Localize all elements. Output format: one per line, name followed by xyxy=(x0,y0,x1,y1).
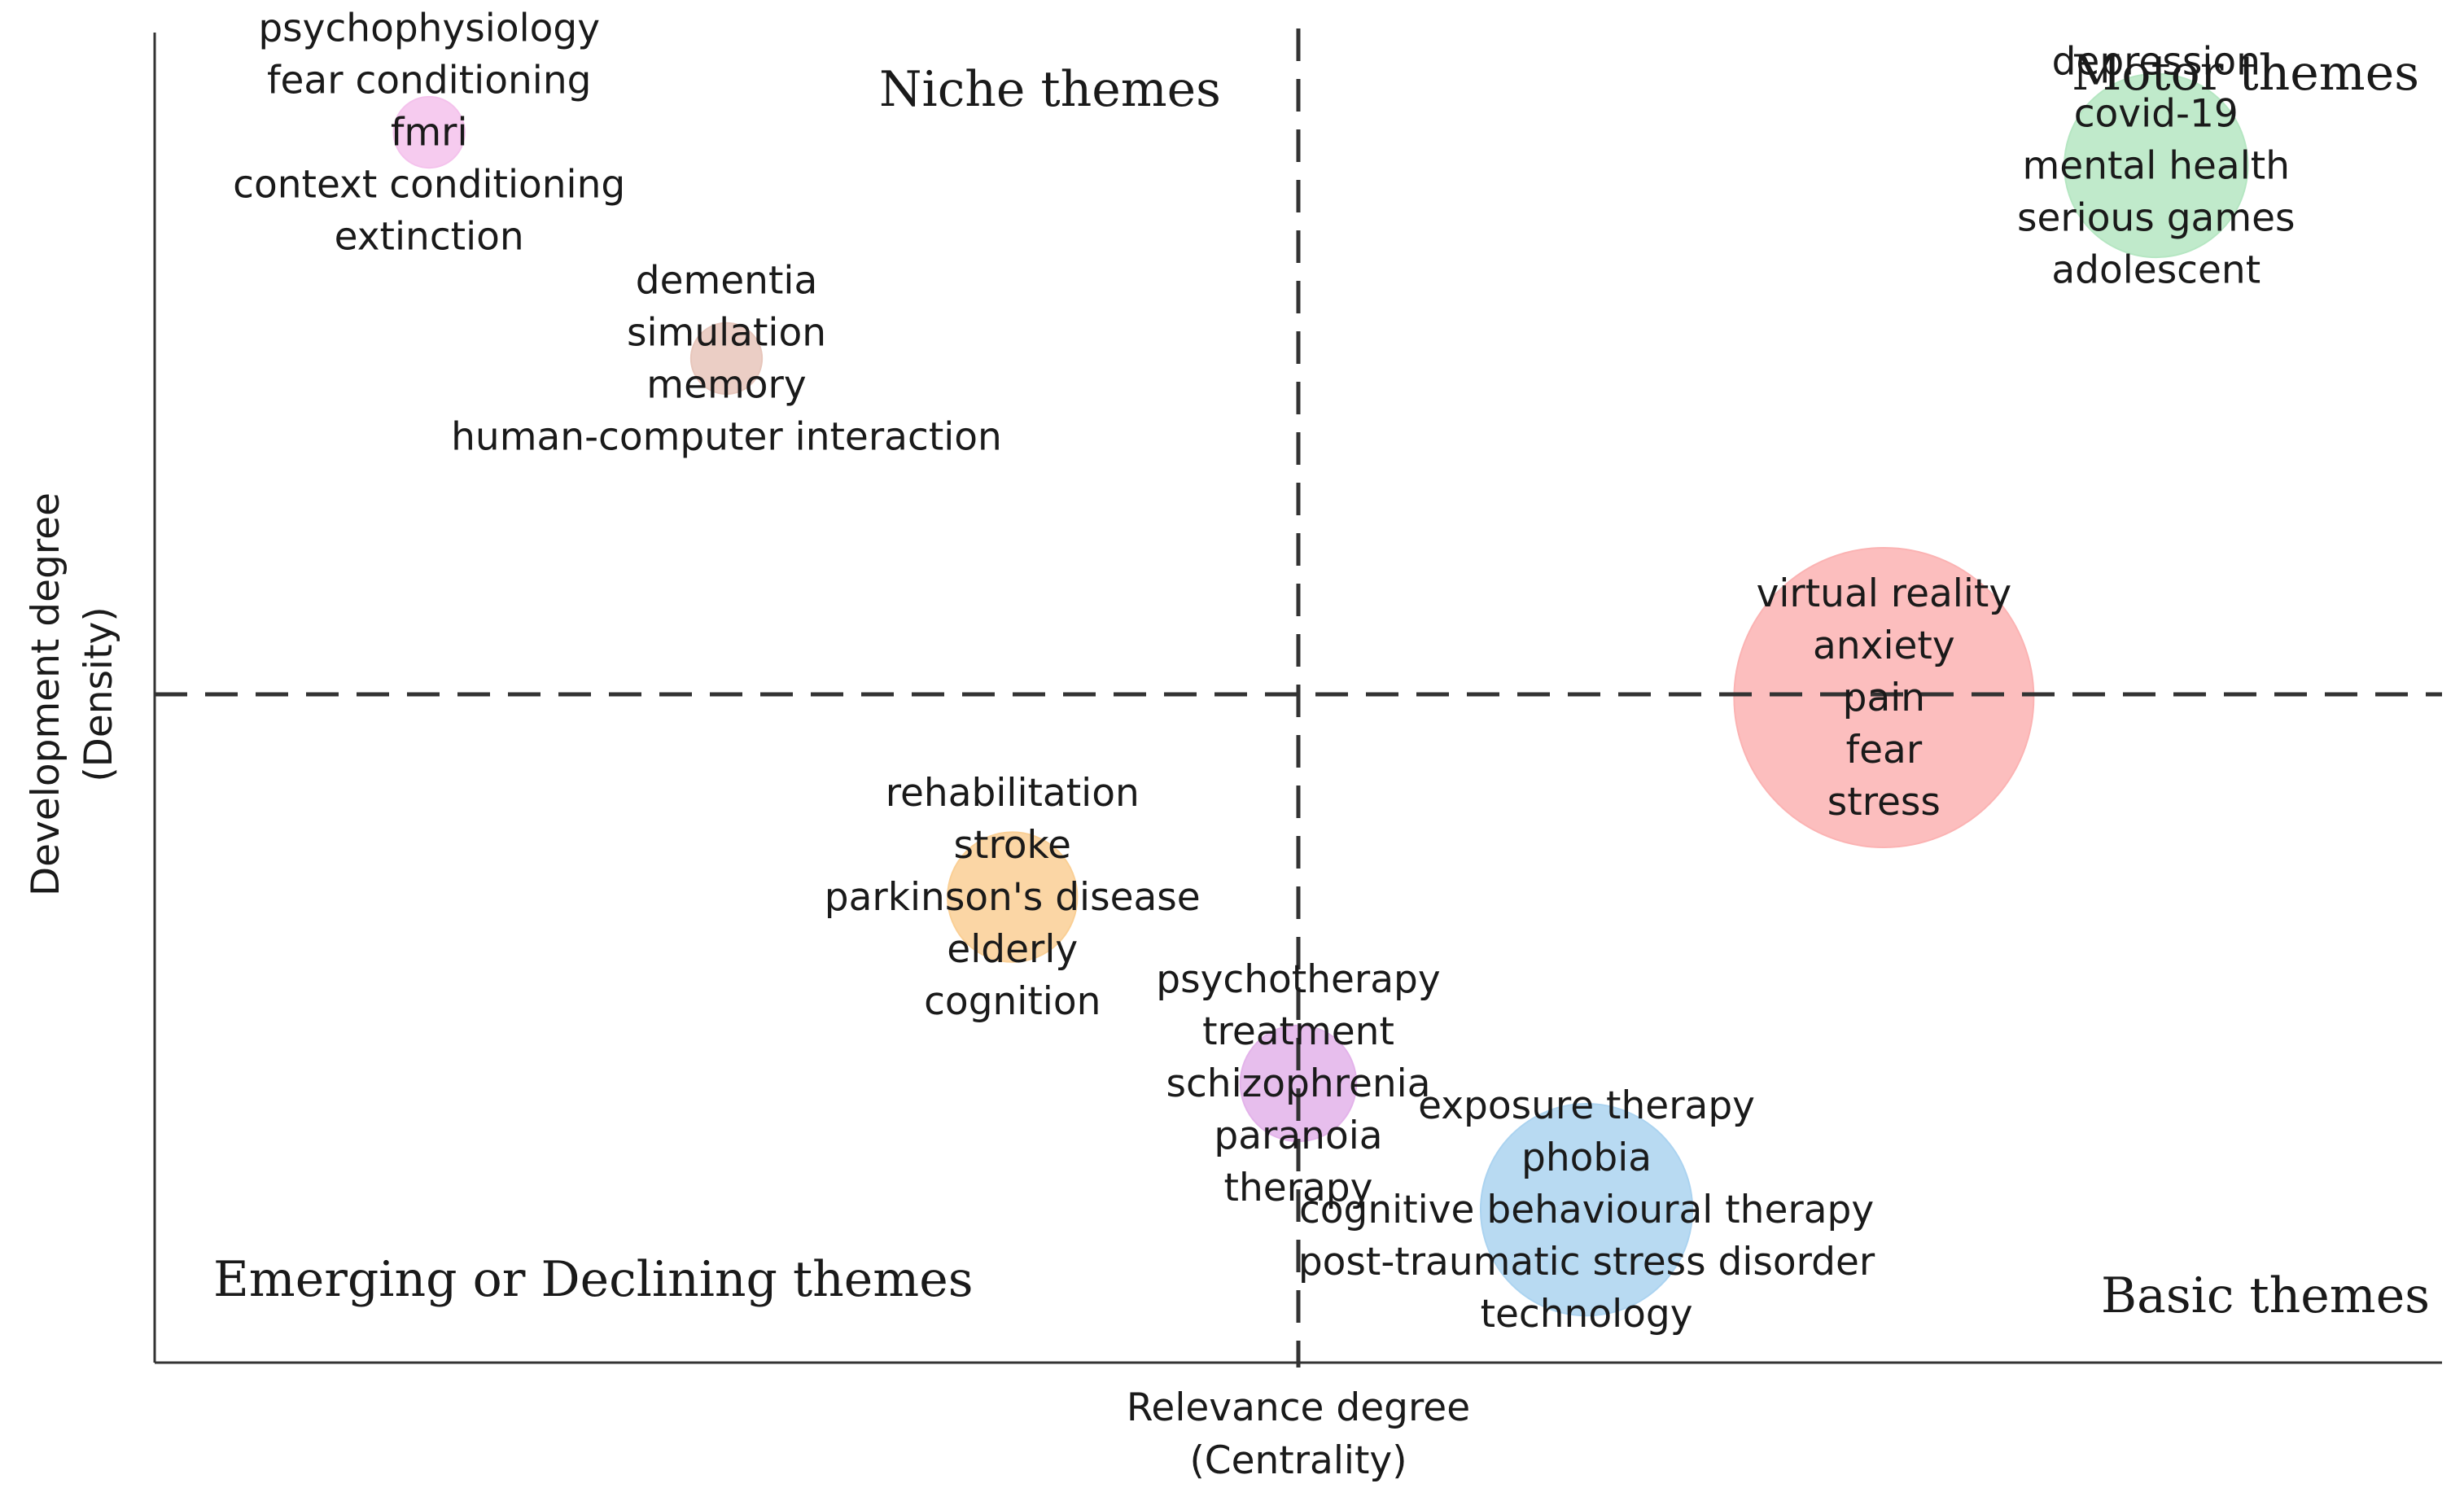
cluster-6-keyword: anxiety xyxy=(1813,624,1955,668)
cluster-4-keyword: paranoia xyxy=(1214,1114,1382,1158)
x-axis-label-line1: Relevance degree xyxy=(1127,1385,1470,1430)
y-axis-label-line1: Development degree xyxy=(24,492,68,896)
cluster-6-keyword: stress xyxy=(1827,780,1941,825)
axis-title-layer: Relevance degree (Centrality) Developmen… xyxy=(24,492,1470,1483)
x-axis-label-line2: (Centrality) xyxy=(1189,1438,1407,1483)
cluster-7-keyword: serious games xyxy=(2017,195,2296,240)
cluster-4-keyword: therapy xyxy=(1224,1166,1373,1210)
cluster-5-keyword: post-traumatic stress disorder xyxy=(1298,1240,1875,1284)
cluster-1-keyword: extinction xyxy=(335,215,524,260)
axes-layer xyxy=(153,28,2442,1368)
cluster-5-keyword: cognitive behavioural therapy xyxy=(1299,1188,1874,1232)
cluster-bubble-5 xyxy=(1479,1102,1694,1317)
cluster-bubble-7 xyxy=(2064,72,2249,259)
cluster-bubble-3 xyxy=(947,831,1079,963)
cluster-2-keyword: simulation xyxy=(627,310,826,355)
cluster-7-keyword: mental health xyxy=(2023,143,2291,188)
keyword-label-layer: psychophysiology fear conditioning fmri con… xyxy=(233,7,2295,1337)
quadrant-title-layer: Niche themes Motor themes Emerging or De… xyxy=(213,45,2430,1324)
bubble-layer xyxy=(392,72,2249,1317)
cluster-3-keyword: rehabilitation xyxy=(886,771,1140,816)
cluster-6-keyword: pain xyxy=(1843,676,1925,720)
cluster-2-keyword: dementia xyxy=(636,258,818,303)
cluster-4-keyword: psychotherapy xyxy=(1156,957,1440,1002)
cluster-4-keyword: treatment xyxy=(1202,1009,1394,1054)
cluster-3-keyword: elderly xyxy=(947,927,1078,972)
cluster-bubble-2 xyxy=(689,322,764,395)
cluster-5-keyword: technology xyxy=(1481,1292,1693,1337)
cluster-3-keyword: stroke xyxy=(954,823,1071,868)
cluster-bubble-6 xyxy=(1733,547,2035,848)
cluster-2-keyword: human-computer interaction xyxy=(451,414,1002,459)
cluster-3-keyword: parkinson's disease xyxy=(825,875,1201,920)
cluster-7-keyword: adolescent xyxy=(2051,247,2260,292)
cluster-bubble-1 xyxy=(392,95,466,169)
cluster-2-keyword: memory xyxy=(646,362,806,407)
cluster-1-keyword: fmri xyxy=(391,111,468,155)
y-axis-label-line2: (Density) xyxy=(77,606,121,781)
cluster-1-keyword: context conditioning xyxy=(233,163,625,208)
cluster-6-keyword: virtual reality xyxy=(1757,571,2012,616)
cluster-5-keyword: exposure therapy xyxy=(1418,1083,1755,1128)
cluster-5-keyword: phobia xyxy=(1521,1136,1652,1180)
quadrant-title-emerging: Emerging or Declining themes xyxy=(213,1251,974,1308)
quadrant-title-niche: Niche themes xyxy=(879,61,1221,118)
cluster-7-keyword: depression xyxy=(2052,39,2260,84)
cluster-6-keyword: fear xyxy=(1846,728,1923,772)
cluster-1-keyword: psychophysiology xyxy=(258,7,600,51)
quadrant-title-motor: Motor themes xyxy=(2072,45,2419,102)
cluster-3-keyword: cognition xyxy=(924,979,1101,1024)
cluster-4-keyword: schizophrenia xyxy=(1166,1061,1430,1106)
cluster-7-keyword: covid-19 xyxy=(2074,91,2239,136)
cluster-1-keyword: fear conditioning xyxy=(267,59,592,103)
quadrant-title-basic: Basic themes xyxy=(2101,1267,2430,1324)
